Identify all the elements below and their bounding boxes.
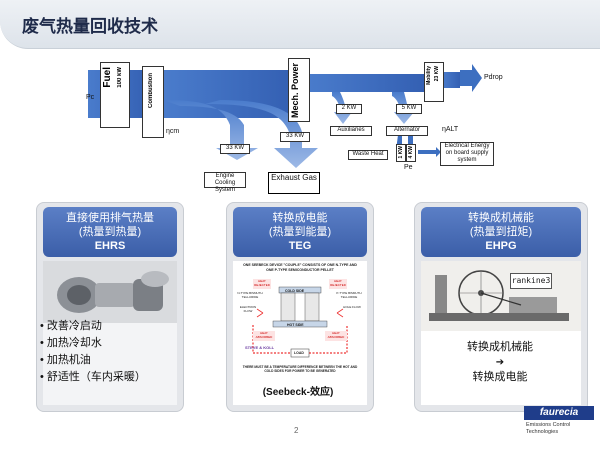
ehpg-body [421,261,581,405]
pe-label: Pe [404,164,413,171]
teg-hot-side: HOT SIDE [287,323,304,327]
teg-name: TEG [288,240,312,252]
logo-word: faurecia [524,406,594,420]
ehrs-bullet: • 改善冷启动 [40,320,102,332]
page-title: 废气热量回收技术 [22,17,158,37]
teg-load: LOAD [294,351,304,355]
ehpg-elec: 转换成电能 [472,371,528,383]
waste-heat-box: Waste Heat [348,150,388,160]
teg-heat-rejected: HEAT REJECTED [330,279,346,287]
logo-sub: Emissions Control Technologies [526,422,570,436]
mobility-label: Mobility [426,66,432,85]
ehpg-line1: 转换成机械能 [468,212,534,224]
teg-footer: THERE MUST BE A TEMPERATURE DIFFERENCE B… [242,365,358,373]
rankine-tag: rankine3 [510,273,552,289]
logo-sub1: Emissions Control [526,422,571,428]
ehrs-line2: (热量到热量) [78,226,142,238]
teg-cold-side: COLD SIDE [285,289,305,293]
engine-cooling-box: Engine Cooling System [204,172,246,193]
teg-line2: (热量到能量) [268,226,332,238]
fuel-label: Fuel [102,67,113,88]
mobility-kw: 23 KW [434,66,440,82]
ee-arrow [418,147,441,157]
pc-label: Pc [86,94,95,101]
ehrs-bullets: • 改善冷启动 • 加热冷却水 • 加热机油 • 舒适性（车内采暖） [40,318,146,386]
ehpg-arrow-icon: ➔ [495,357,505,368]
ehpg-header: 转换成机械能 (热量到扭矩) EHPG [421,207,581,257]
teg-heat-absorbed: HEAT ABSORBED [327,331,345,339]
fuel-box: Fuel 100 kW [100,62,130,128]
exhaust-gas-box: Exhaust Gas [268,172,320,194]
auxiliaries-box: Auxiliaries [330,126,372,136]
mobility-box: Mobility 23 KW [424,62,444,102]
seebeck-caption: (Seebeck-效应) [262,387,334,398]
ehrs-line1: 直接使用排气热量 [66,212,154,224]
title-bar: 废气热量回收技术 [0,0,600,49]
kw1-label: 1 KW [398,146,404,159]
ehpg-text: 转换成机械能 ➔ 转换成电能 [418,340,582,385]
kw33a-box: 33 KW [220,144,250,154]
mech-power-label: Mech. Power [290,63,300,119]
teg-panel: 转换成电能 (热量到能量) TEG ONE SEEBECK DEVICE "CO… [226,202,374,412]
mech-power-box: Mech. Power [288,58,310,122]
eta-cm: ηcm [166,128,180,135]
electrical-energy-box: Electrical Energy on board supply system [440,142,494,166]
teg-n-type: N-TYPE BISMUTH TELLURIDE [237,291,263,299]
teg-p-type: P-TYPE BISMUTH TELLURIDE [336,291,362,299]
kw1-box: 1 KW [396,144,406,162]
ehpg-name: EHPG [485,240,517,252]
kw4-box: 4 KW [406,144,416,162]
kw4-label: 4 KW [408,146,414,159]
combustion-label: Combustion [148,73,154,108]
ehpg-line2: (热量到扭矩) [469,226,533,238]
teg-header-text: ONE SEEBECK DEVICE "COUPLE" CONSISTS OF … [243,263,357,272]
teg-brand: STEVE & KOLL [245,345,275,350]
eta-alt: ηALT [442,126,459,133]
teg-body: ONE SEEBECK DEVICE "COUPLE" CONSISTS OF … [233,261,367,405]
fuel-kw: 100 kW [117,67,123,88]
page-number: 2 [294,426,299,435]
ehrs-valve-image [43,261,177,323]
ehrs-body [43,261,177,405]
logo-sub2: Technologies [526,429,559,435]
kw33b-box: 33 KW [280,132,310,142]
kw5-box: 5 KW [396,104,422,114]
pdrop-arrow [460,64,482,92]
teg-electron-flow: ELECTRON FLOW [239,305,257,313]
combustion-box: Combustion [142,66,164,138]
ehpg-panel: 转换成机械能 (热量到扭矩) EHPG [414,202,588,412]
ehrs-name: EHRS [94,240,126,252]
ehrs-bullet: • 舒适性（车内采暖） [40,371,146,383]
ehrs-header: 直接使用排气热量 (热量到热量) EHRS [43,207,177,257]
teg-header: 转换成电能 (热量到能量) TEG [233,207,367,257]
alternator-box: Alternator [386,126,428,136]
mobility-band [442,72,460,88]
ehpg-mech: 转换成机械能 [467,341,533,353]
pdrop-label: Pdrop [484,74,503,81]
teg-line1: 转换成电能 [272,212,328,224]
ehpg-engine-image [421,261,581,331]
teg-hole-flow: HOLE FLOW [343,305,361,309]
ehrs-bullet: • 加热机油 [40,354,91,366]
ehrs-bullet: • 加热冷却水 [40,337,102,349]
ehrs-panel: 直接使用排气热量 (热量到热量) EHRS [36,202,184,412]
kw2-box: 2 KW [336,104,362,114]
teg-heat-rejected: HEAT REJECTED [254,279,270,287]
teg-heat-absorbed: HEAT ABSORBED [255,331,273,339]
teg-diagram [252,279,348,358]
mech-band [306,74,424,92]
faurecia-logo: faurecia Emissions Control Technologies [524,406,594,442]
